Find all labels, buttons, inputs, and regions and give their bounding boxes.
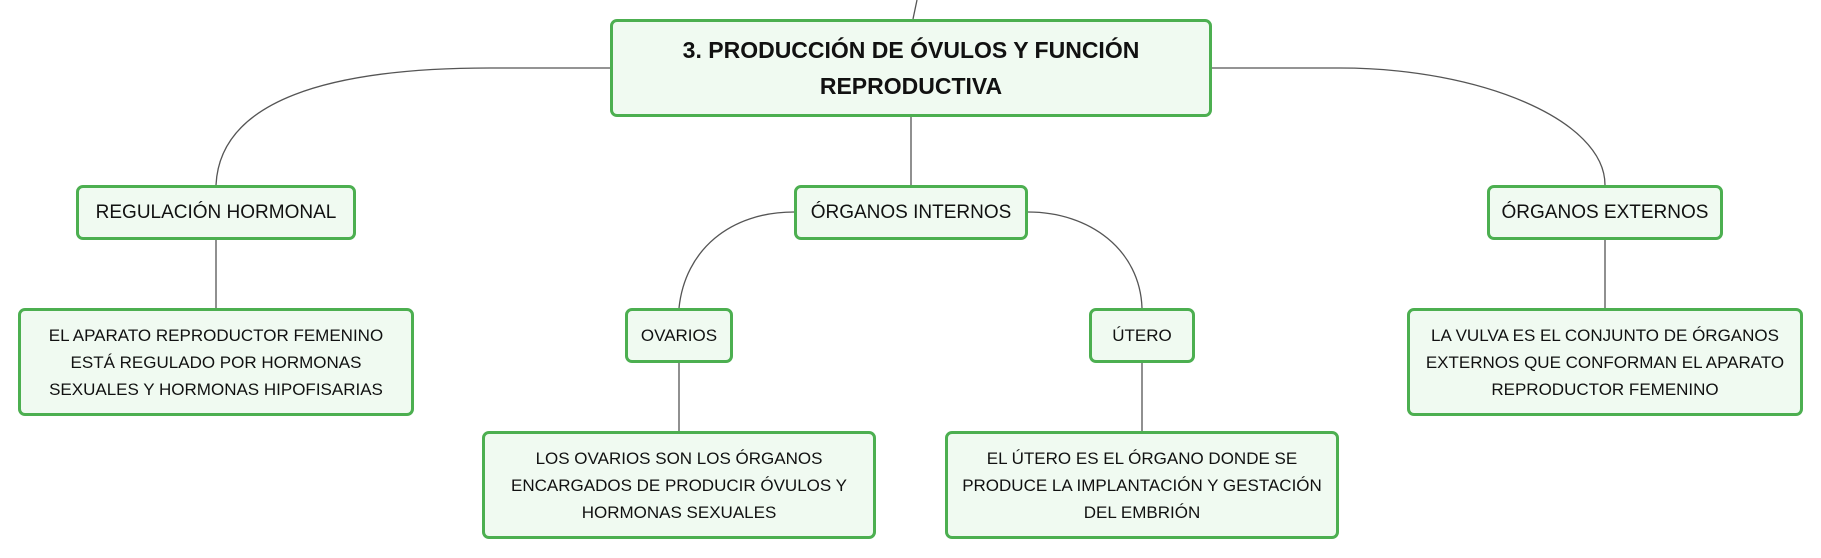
topic-regulacion-hormonal[interactable]: REGULACIÓN HORMONAL [76, 185, 356, 240]
connector-root-to-externos [1212, 67, 1606, 186]
topic-utero[interactable]: ÚTERO [1089, 308, 1195, 363]
topic-ovarios-description-text: LOS OVARIOS SON LOS ÓRGANOS ENCARGADOS D… [511, 448, 847, 522]
topic-organos-externos[interactable]: ÓRGANOS EXTERNOS [1487, 185, 1723, 240]
topic-regulacion-hormonal-description-text: EL APARATO REPRODUCTOR FEMENINO ESTÁ REG… [48, 325, 384, 399]
topic-organos-externos-description-text: LA VULVA ES EL CONJUNTO DE ÓRGANOS EXTER… [1425, 325, 1785, 399]
root-topic[interactable]: 3. PRODUCCIÓN DE ÓVULOS Y FUNCIÓN REPROD… [610, 19, 1212, 117]
connector-root-to-hormonal [215, 67, 610, 186]
topic-regulacion-hormonal-description[interactable]: EL APARATO REPRODUCTOR FEMENINO ESTÁ REG… [18, 308, 414, 416]
topic-organos-internos-label: ÓRGANOS INTERNOS [810, 201, 1012, 223]
topic-organos-internos[interactable]: ÓRGANOS INTERNOS [794, 185, 1028, 240]
topic-utero-label: ÚTERO [1112, 325, 1172, 345]
connector-parent-offscreen [912, 0, 918, 20]
topic-regulacion-hormonal-label: REGULACIÓN HORMONAL [95, 201, 337, 223]
topic-ovarios-description[interactable]: LOS OVARIOS SON LOS ÓRGANOS ENCARGADOS D… [482, 431, 876, 539]
topic-organos-externos-description[interactable]: LA VULVA ES EL CONJUNTO DE ÓRGANOS EXTER… [1407, 308, 1803, 416]
topic-ovarios[interactable]: OVARIOS [625, 308, 733, 363]
root-topic-title: 3. PRODUCCIÓN DE ÓVULOS Y FUNCIÓN REPROD… [682, 37, 1140, 99]
connector-internos-to-ovarios [678, 211, 795, 309]
topic-utero-description-text: EL ÚTERO ES EL ÓRGANO DONDE SE PRODUCE L… [962, 448, 1322, 522]
topic-utero-description[interactable]: EL ÚTERO ES EL ÓRGANO DONDE SE PRODUCE L… [945, 431, 1339, 539]
topic-ovarios-label: OVARIOS [640, 325, 718, 345]
connector-internos-to-utero [1027, 211, 1143, 309]
topic-organos-externos-label: ÓRGANOS EXTERNOS [1501, 201, 1709, 223]
